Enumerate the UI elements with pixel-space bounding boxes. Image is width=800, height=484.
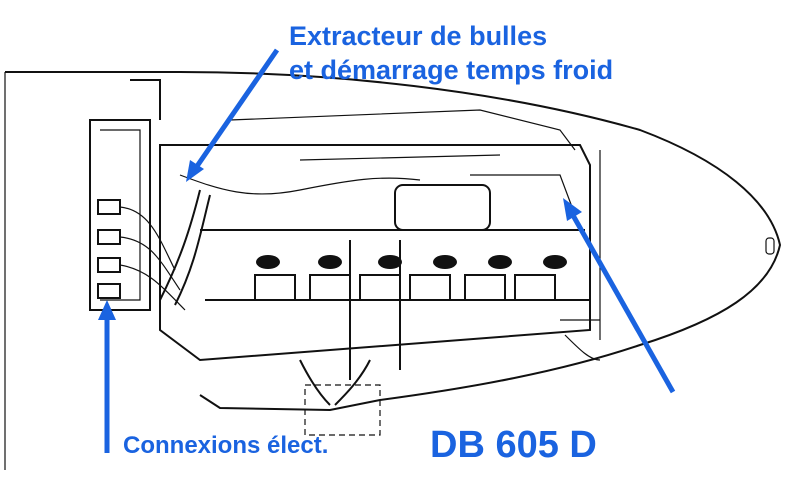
- arrow-icon: [190, 48, 280, 174]
- bubble-extractor-line-2: et démarrage temps froid: [289, 54, 614, 85]
- arrow-icon: [567, 208, 676, 394]
- sump: [304, 384, 381, 436]
- electrical-connectors: [97, 199, 186, 311]
- exhaust-stacks: [254, 255, 567, 301]
- piping: [159, 189, 601, 406]
- electrical-connections-label: Connexions élect.: [123, 432, 329, 459]
- engine-block: [159, 109, 591, 362]
- engine-designation-label: DB 605 D: [430, 424, 597, 466]
- bubble-extractor-line-1: Extracteur de bulles: [289, 21, 548, 51]
- bulkhead: [89, 79, 161, 311]
- nacelle-outline: [4, 71, 782, 470]
- annotation-arrows: [98, 48, 676, 453]
- bubble-extractor-label: Extracteur de bulles et démarrage temps …: [289, 21, 614, 89]
